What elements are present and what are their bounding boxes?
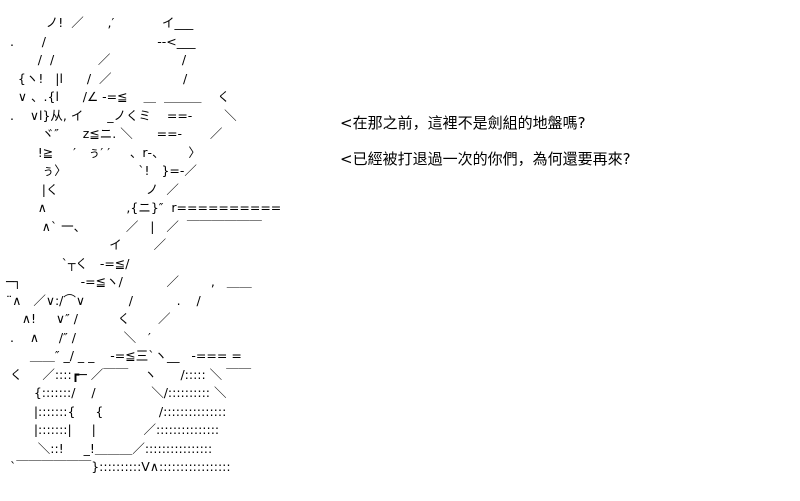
ascii-art-line: {ヽ! |l / ／ / — [6, 70, 188, 86]
ascii-art-line: / / ／ / — [6, 52, 187, 67]
ascii-art-line: ¨∧ ／∨:/⌒∨ / . / — [6, 292, 201, 308]
ascii-art: ノ! ／ ,′ イ___ . / ‐‐<___ / / ／ / {ヽ! |l /… — [6, 14, 281, 477]
dialog-line-1: <在那之前，這裡不是劍組的地盤嗎? — [340, 114, 586, 132]
ascii-art-line: ぅ〉 `! }=‐／ — [6, 163, 197, 178]
ascii-art-line: `┬く ‐=≦/ — [6, 255, 130, 271]
ascii-art-line: ∧! ∨″ / く ／ — [6, 311, 171, 326]
ascii-art-line: ∧ ,{ニ}″ r========== — [6, 200, 282, 215]
ascii-art-line: イ ／ — [6, 237, 167, 252]
ascii-art-line: ノ! ／ ,′ イ___ — [6, 15, 194, 30]
ascii-art-line: ∧` 一、 ／ | ／ ￣￣￣￣￣￣ — [6, 218, 262, 234]
ascii-art-line: ＼::! _!＿＿＿／:::::::::::::::: — [6, 440, 213, 456]
ascii-art-line: く ／::::┏─ ／￣￣ ヽ /::::: ＼ ￣￣ — [6, 366, 252, 382]
ascii-art-line: ヾ″ z≦ニ. ＼ ==‐ ／ — [6, 126, 223, 141]
ascii-art-line: ∨ 、.{l /∠ ‐=≦ ＿ ＿＿＿ く — [6, 89, 230, 104]
ascii-art-line: . / ‐‐<___ — [6, 33, 196, 49]
ascii-art-line: . ∨l}从, イ _ノくミ ==‐ ＼ — [6, 107, 237, 123]
ascii-art-line: `￣￣￣￣￣￣}::::::::::V∧::::::::::::::::: — [6, 459, 231, 474]
ascii-art-line: |:::::::| | ／::::::::::::::: — [6, 422, 220, 437]
dialog-line-2: <已經被打退過一次的你們，為何還要再來? — [340, 150, 631, 168]
ascii-art-line: ─┐ ‐=≦ヽ/ ／ , ＿＿ — [6, 274, 252, 289]
ascii-art-line: !≧ ′ ぅ′ ′ 、r‐、 〉 — [6, 144, 201, 160]
ascii-art-line: {:::::::/ / ＼/:::::::::: ＼ — [6, 385, 227, 400]
ascii-art-line: ＿＿″ _/ _ _ ‐=≦三`ヽ__ ‐=== = — [6, 348, 242, 363]
ascii-art-line: |く ノ ／ — [6, 181, 179, 197]
ascii-art-line: . ∧ /″ / ＼ ′ — [6, 329, 151, 345]
ascii-art-line: |:::::::{ { /::::::::::::::: — [6, 403, 227, 419]
